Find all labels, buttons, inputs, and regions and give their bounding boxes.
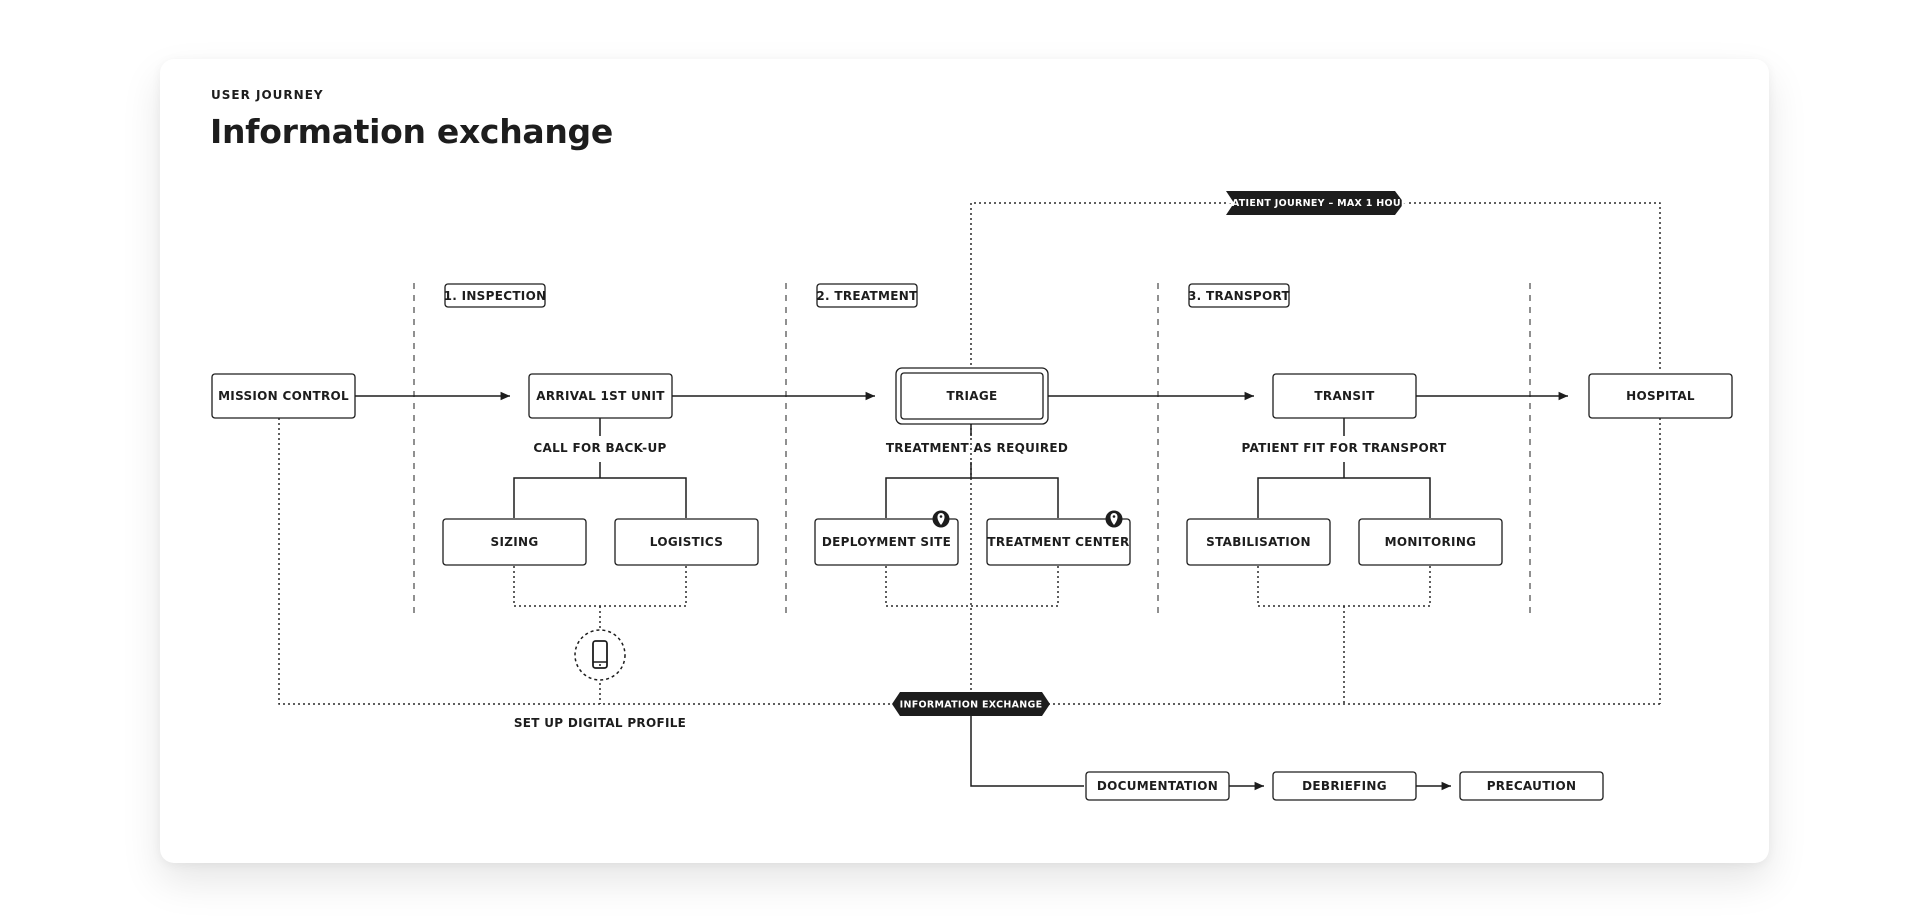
caption-treatment-required: TREATMENT AS REQUIRED <box>886 441 1068 455</box>
node-deployment-site-label: DEPLOYMENT SITE <box>822 535 951 549</box>
node-transit-frame <box>1272 373 1417 419</box>
node-precaution-label: PRECAUTION <box>1487 779 1577 793</box>
node-mission-control-label: MISSION CONTROL <box>218 389 349 403</box>
phase-treatment-frame <box>816 283 918 308</box>
phase-inspection-tag: 1. INSPECTION <box>444 283 547 308</box>
node-mission-control: MISSION CONTROL <box>211 373 356 419</box>
information-exchange-tag: INFORMATION EXCHANGE <box>892 692 1050 716</box>
node-transit-label: TRANSIT <box>1314 389 1375 403</box>
patient-journey-tag: PATIENT JOURNEY – MAX 1 HOUR <box>1225 191 1409 215</box>
patient-journey-tag-label: PATIENT JOURNEY – MAX 1 HOUR <box>1225 198 1408 209</box>
patient-journey-loop <box>970 202 1661 370</box>
node-treatment-center-label: TREATMENT CENTER <box>987 535 1129 549</box>
node-debriefing-label: DEBRIEFING <box>1302 779 1387 793</box>
node-documentation-label: DOCUMENTATION <box>1097 779 1218 793</box>
node-hospital: HOSPITAL <box>1588 373 1733 419</box>
information-exchange-tag-shape <box>892 692 1050 716</box>
location-pin-icon <box>1105 510 1123 528</box>
node-transit: TRANSIT <box>1272 373 1417 419</box>
transport-branch <box>1257 418 1431 518</box>
phase-separators <box>413 283 1531 615</box>
node-hospital-frame <box>1588 373 1733 419</box>
phase-treatment-tag: 2. TREATMENT <box>816 283 918 308</box>
node-debriefing: DEBRIEFING <box>1272 771 1417 801</box>
patient-journey-tag-shape <box>1226 191 1404 215</box>
node-mission-control-frame <box>211 373 356 419</box>
node-sizing: SIZING <box>442 518 587 566</box>
page-title: Information exchange <box>210 112 613 151</box>
exchange-to-documentation-line <box>970 714 1084 787</box>
node-arrival-label: ARRIVAL 1ST UNIT <box>536 389 665 403</box>
inspection-branch <box>513 418 687 518</box>
node-documentation: DOCUMENTATION <box>1085 771 1230 801</box>
node-precaution-frame <box>1459 771 1604 801</box>
treatment-dotted-group <box>885 566 1059 607</box>
phase-transport-frame <box>1188 283 1290 308</box>
phase-inspection-frame <box>444 283 546 308</box>
node-documentation-frame <box>1085 771 1230 801</box>
caption-call-backup: CALL FOR BACK-UP <box>533 441 666 455</box>
node-stabilisation-frame <box>1186 518 1331 566</box>
node-monitoring-label: MONITORING <box>1385 535 1477 549</box>
node-debriefing-frame <box>1272 771 1417 801</box>
node-monitoring: MONITORING <box>1358 518 1503 566</box>
phase-inspection-label: 1. INSPECTION <box>444 289 547 303</box>
node-arrival-frame <box>528 373 673 419</box>
inspection-dotted-group <box>513 566 687 607</box>
node-stabilisation-label: STABILISATION <box>1206 535 1311 549</box>
node-hospital-label: HOSPITAL <box>1626 389 1695 403</box>
treatment-branch <box>885 418 1059 518</box>
node-triage-label: TRIAGE <box>946 389 997 403</box>
phase-transport-label: 3. TRANSPORT <box>1188 289 1290 303</box>
caption-digital-profile: SET UP DIGITAL PROFILE <box>514 716 686 730</box>
node-deployment-site: DEPLOYMENT SITE <box>814 510 959 566</box>
phase-treatment-label: 2. TREATMENT <box>816 289 918 303</box>
node-precaution: PRECAUTION <box>1459 771 1604 801</box>
node-sizing-frame <box>442 518 587 566</box>
phase-transport-tag: 3. TRANSPORT <box>1188 283 1290 308</box>
caption-patient-fit: PATIENT FIT FOR TRANSPORT <box>1242 441 1447 455</box>
node-logistics-label: LOGISTICS <box>650 535 723 549</box>
node-sizing-label: SIZING <box>491 535 539 549</box>
node-deployment-site-frame <box>814 518 959 566</box>
smartphone-icon <box>574 629 626 681</box>
node-arrival: ARRIVAL 1ST UNIT <box>528 373 673 419</box>
location-pin-icon <box>932 510 950 528</box>
diagram-card <box>160 59 1769 863</box>
node-treatment-center: TREATMENT CENTER <box>986 510 1131 566</box>
node-triage-frame <box>900 372 1044 420</box>
information-exchange-tag-label: INFORMATION EXCHANGE <box>900 700 1043 711</box>
node-monitoring-frame <box>1358 518 1503 566</box>
node-triage: TRIAGE <box>895 367 1049 425</box>
transport-dotted-group <box>1257 566 1431 607</box>
eyebrow-label: USER JOURNEY <box>211 88 324 102</box>
node-logistics-frame <box>614 518 759 566</box>
node-treatment-center-frame <box>986 518 1131 566</box>
node-stabilisation: STABILISATION <box>1186 518 1331 566</box>
information-bus <box>278 418 1660 705</box>
node-logistics: LOGISTICS <box>614 518 759 566</box>
